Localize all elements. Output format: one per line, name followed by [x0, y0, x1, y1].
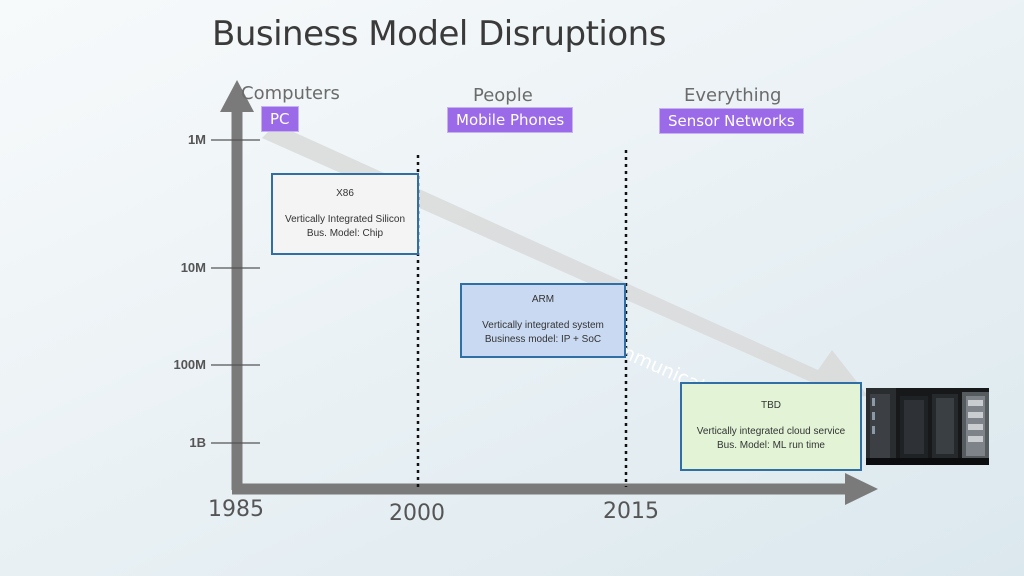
era-tag-mobile-phones: Mobile Phones	[447, 107, 574, 133]
x-tick-label: 1985	[208, 497, 264, 522]
arm-box-line1: Vertically integrated system	[482, 320, 604, 331]
x86-box-line1: Vertically Integrated Silicon	[284, 213, 406, 225]
y-tick-label: 100M	[173, 357, 206, 372]
tbd-box: TBD Vertically integrated cloud service …	[680, 382, 862, 471]
x86-box-line2: Bus. Model: Chip	[306, 227, 384, 239]
era-heading-people: People	[473, 85, 533, 106]
x86-box-name: X86	[336, 187, 354, 199]
arm-box-line2: Business model: IP + SoC	[484, 334, 602, 345]
y-tick-label: 10M	[180, 260, 206, 275]
datacenter-racks-graphic	[866, 388, 989, 465]
tbd-box-name: TBD	[761, 400, 781, 411]
era-tag-pc: PC	[261, 106, 299, 132]
x86-box: X86 Vertically Integrated Silicon Bus. M…	[271, 173, 419, 255]
era-heading-computers: Computers	[241, 83, 340, 104]
era-tag-sensor-networks: Sensor Networks	[659, 108, 804, 134]
arm-box: ARM Vertically integrated system Busines…	[460, 283, 626, 358]
tbd-box-line1: Vertically integrated cloud service	[696, 426, 846, 437]
tbd-box-line2: Bus. Model: ML run time	[716, 440, 825, 451]
era-heading-everything: Everything	[684, 85, 782, 106]
y-axis-arrowhead	[220, 80, 254, 112]
datacenter-image	[866, 388, 989, 465]
arm-box-name: ARM	[531, 294, 555, 305]
x-tick-label: 2015	[603, 499, 659, 524]
slide-title: Business Model Disruptions	[212, 14, 666, 54]
y-tick-label: 1B	[189, 435, 206, 450]
x-tick-label: 2000	[389, 501, 445, 526]
cost-trend-arrow	[262, 124, 868, 400]
x-axis-arrowhead	[845, 473, 878, 505]
y-tick-label: 1M	[187, 132, 206, 147]
